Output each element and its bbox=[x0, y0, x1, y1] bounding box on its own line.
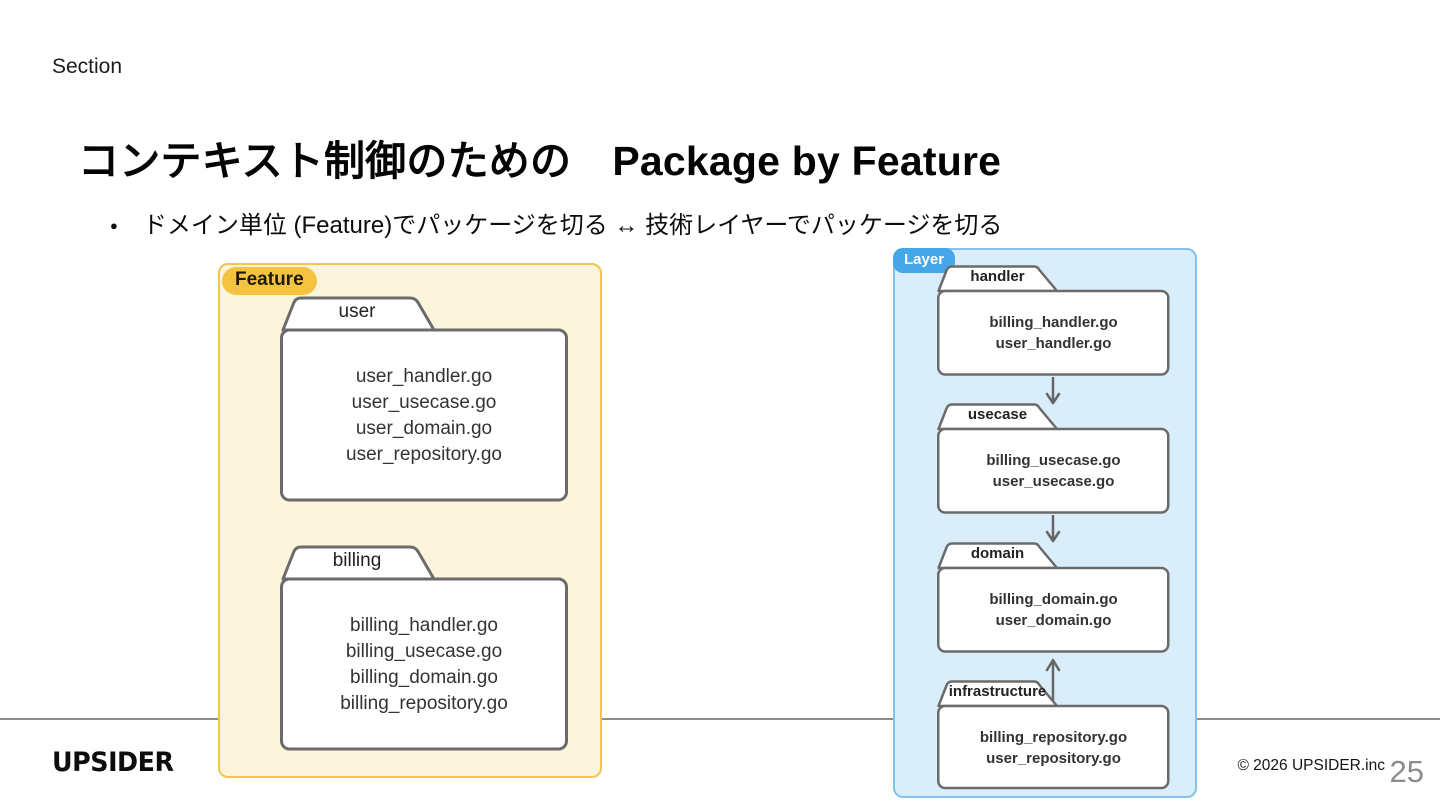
file-item: user_usecase.go bbox=[351, 391, 497, 413]
folder-billing: billing billing_handler.go billing_useca… bbox=[280, 545, 568, 752]
file-item: billing_repository.go bbox=[979, 728, 1128, 746]
folder-shape bbox=[937, 542, 1170, 653]
file-item: user_domain.go bbox=[355, 417, 493, 439]
folder-name: infrastructure bbox=[948, 683, 1047, 700]
bullet-dot-icon: ● bbox=[110, 218, 118, 233]
feature-diagram: Feature user user_handler.go user_usecas… bbox=[218, 263, 602, 778]
page-title: コンテキスト制御のための Package by Feature bbox=[78, 138, 1002, 184]
file-list: billing_usecase.go user_usecase.go bbox=[937, 428, 1170, 513]
arrow-usecase-to-domain-icon bbox=[1045, 515, 1061, 543]
folder-handler: handler billing_handler.go user_handler.… bbox=[937, 265, 1170, 376]
folder-name: domain bbox=[970, 545, 1025, 562]
copyright-text: © 2026 UPSIDER.inc bbox=[1237, 757, 1385, 774]
layer-diagram: Layer handler bbox=[893, 248, 1197, 798]
file-item: user_repository.go bbox=[346, 443, 502, 465]
folder-shape bbox=[937, 265, 1170, 376]
arrow-infrastructure-to-domain-icon bbox=[1045, 656, 1061, 704]
folder-shape bbox=[937, 680, 1170, 790]
folder-domain: domain billing_domain.go user_domain.go bbox=[937, 542, 1170, 653]
file-item: billing_repository.go bbox=[340, 692, 508, 714]
file-item: billing_domain.go bbox=[989, 590, 1118, 608]
file-list: user_handler.go user_usecase.go user_dom… bbox=[280, 330, 568, 501]
file-item: billing_domain.go bbox=[350, 666, 498, 688]
folder-shape bbox=[280, 296, 568, 502]
file-item: user_usecase.go bbox=[992, 472, 1115, 490]
file-item: billing_handler.go bbox=[989, 313, 1118, 331]
folder-infrastructure: infrastructure billing_repository.go use… bbox=[937, 680, 1170, 791]
section-label: Section bbox=[52, 55, 123, 78]
feature-tag: Feature bbox=[222, 267, 317, 295]
bullet-text: ドメイン単位 (Feature)でパッケージを切る ↔ 技術レイヤーでパッケージ… bbox=[142, 212, 1003, 239]
folder-name: billing bbox=[332, 550, 382, 571]
upsider-logo: UPSIDER bbox=[52, 747, 174, 778]
folder-name: usecase bbox=[967, 406, 1028, 423]
file-item: billing_handler.go bbox=[350, 614, 498, 636]
file-list: billing_handler.go billing_usecase.go bi… bbox=[280, 579, 568, 750]
arrow-handler-to-usecase-icon bbox=[1045, 377, 1061, 405]
file-list: billing_repository.go user_repository.go bbox=[937, 705, 1170, 790]
file-item: billing_usecase.go bbox=[345, 640, 503, 662]
file-list: billing_domain.go user_domain.go bbox=[937, 567, 1170, 652]
footer-divider bbox=[0, 718, 1440, 720]
file-item: user_handler.go bbox=[355, 365, 493, 387]
file-item: billing_usecase.go bbox=[986, 451, 1121, 469]
file-list: billing_handler.go user_handler.go bbox=[937, 290, 1170, 375]
folder-name: user bbox=[338, 301, 376, 322]
file-item: user_handler.go bbox=[995, 334, 1112, 352]
folder-usecase: usecase billing_usecase.go user_usecase.… bbox=[937, 403, 1170, 514]
folder-user: user user_handler.go user_usecase.go use… bbox=[280, 296, 568, 503]
folder-shape bbox=[280, 545, 568, 751]
layer-tag: Layer bbox=[893, 248, 956, 273]
file-item: user_repository.go bbox=[986, 749, 1121, 767]
folder-name: handler bbox=[970, 268, 1025, 285]
bullet-item: ● ドメイン単位 (Feature)でパッケージを切る ↔ 技術レイヤーでパッケ… bbox=[110, 209, 1002, 243]
file-item: user_domain.go bbox=[995, 611, 1112, 629]
folder-shape bbox=[937, 403, 1170, 514]
page-number: 25 bbox=[1389, 754, 1424, 789]
